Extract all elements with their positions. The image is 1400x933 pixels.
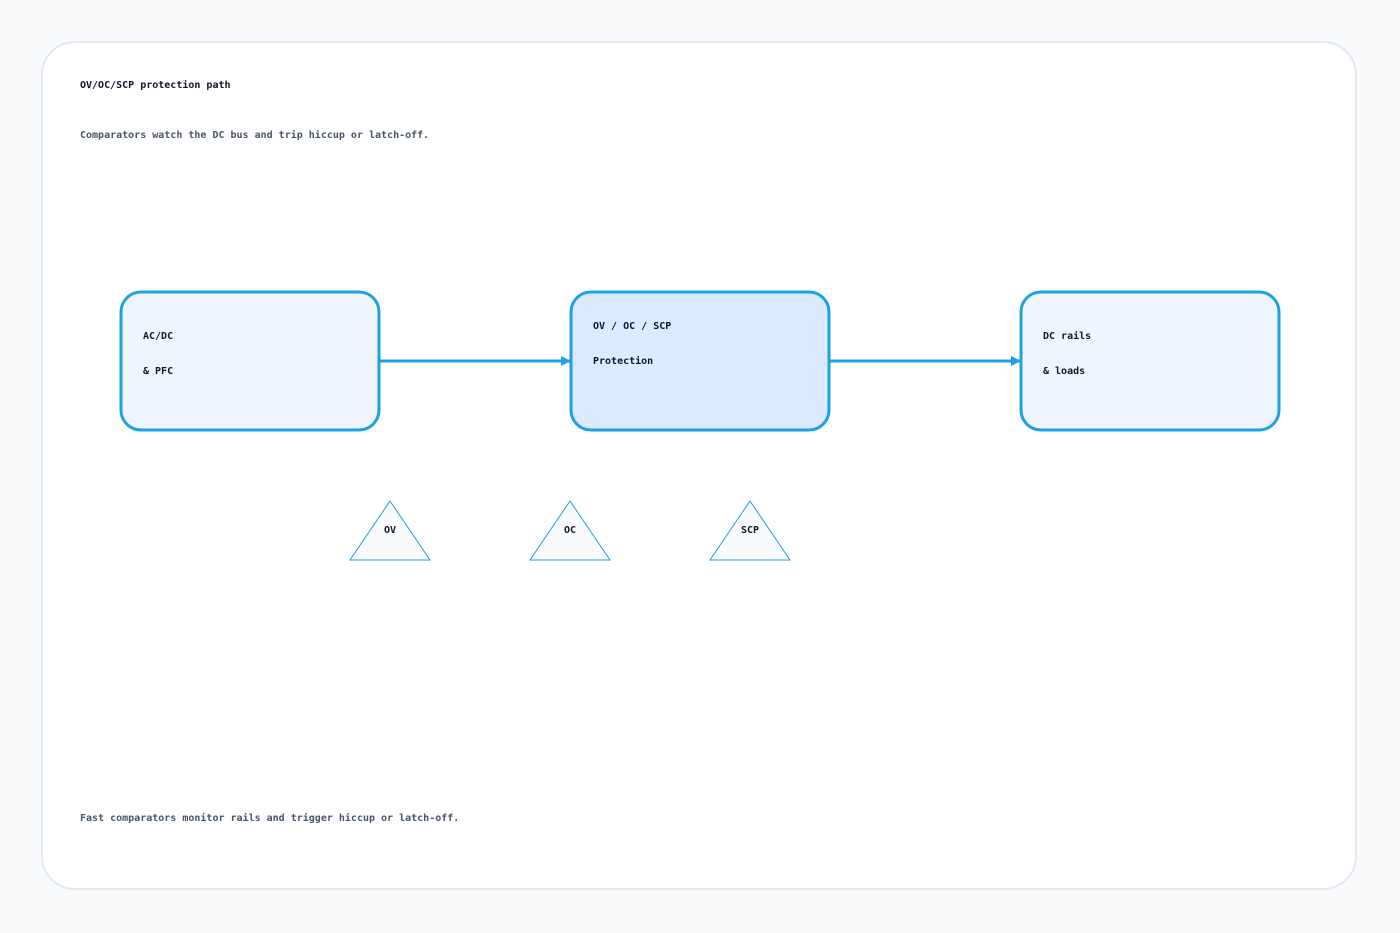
diagram-subtitle: Comparators watch the DC bus and trip hi…: [80, 130, 430, 141]
comparator-oc-triangle-icon: [529, 500, 611, 561]
node-dc-rails-loads: DC rails & loads: [1019, 290, 1281, 432]
node-dc-rails-loads-line1: DC rails: [1043, 330, 1091, 342]
node-protection-line2: Protection: [593, 355, 653, 367]
diagram-card: [41, 41, 1357, 890]
comparator-scp-triangle-icon: [709, 500, 791, 561]
node-dc-rails-loads-line2: & loads: [1043, 366, 1085, 377]
comparator-oc: OC: [529, 500, 611, 561]
node-protection-line1: OV / OC / SCP: [593, 321, 671, 332]
comparator-oc-label: OC: [564, 525, 576, 536]
comparator-scp: SCP: [709, 500, 791, 561]
diagram-title: OV/OC/SCP protection path: [80, 80, 231, 91]
comparator-scp-label: SCP: [741, 525, 759, 536]
comparator-ov-triangle-icon: [349, 500, 431, 561]
diagram-caption: Fast comparators monitor rails and trigg…: [80, 813, 460, 824]
comparator-ov: OV: [349, 500, 431, 561]
node-ac-dc-pfc-line1: AC/DC: [143, 331, 173, 342]
node-ac-dc-pfc: AC/DC & PFC: [119, 290, 381, 432]
comparator-ov-label: OV: [384, 525, 396, 536]
node-protection: OV / OC / SCP Protection: [569, 290, 831, 432]
node-ac-dc-pfc-line2: & PFC: [143, 366, 173, 377]
